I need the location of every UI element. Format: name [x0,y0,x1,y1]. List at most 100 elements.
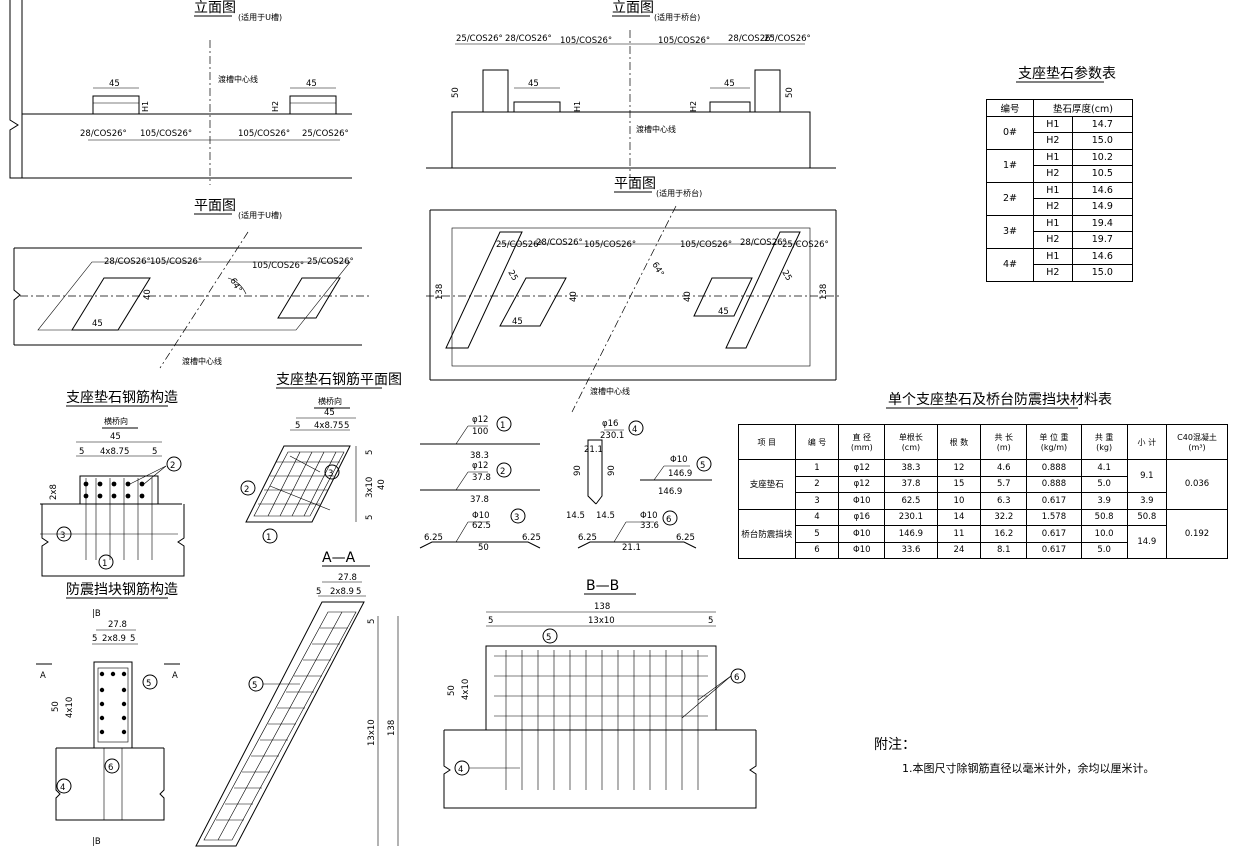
mat-cell: 6 [794,541,840,559]
bb-mark6: 6 [734,673,739,683]
mat-cell: Φ10 [838,525,886,543]
block-d4x10: 4x10 [65,697,75,718]
section-bb: B—B 138 5 13x10 5 [443,578,757,809]
pad-rebar-plan-title: 支座垫石钢筋平面图 [276,371,402,388]
aa-d2x89: 2x8.9 [330,587,354,597]
param-h2: 14.9 [1071,198,1134,216]
pad-plan-mark3: 3 [328,469,333,479]
mat-cell: 0.888 [1026,459,1082,477]
block-rebar-detail: 防震挡块钢筋构造 |B |B A A 27.8 5 2x8.9 5 50 4x1… [36,581,180,847]
plan-right-d45b: 45 [718,307,729,317]
mat-cell: 14 [936,508,982,526]
aa-d278: 27.8 [338,573,357,583]
bar3-mark: 3 [514,513,519,523]
bar5-mark: 5 [700,461,705,471]
mat-h4: 根 数 [936,424,982,460]
param-h-label: H2 [1033,198,1073,216]
notes-item1: 1.本图尺寸除钢筋直径以毫米计外，余均以厘米计。 [902,762,1155,775]
plan-left-d25: 25/COS26° [307,257,354,267]
plan-left-d40: 40 [143,289,153,300]
bar1-seg: 38.3 [470,451,489,461]
mat-cell: 50.8 [1080,508,1128,526]
plan-left-note: (适用于U槽) [238,210,282,220]
bb-d138: 138 [594,602,610,612]
block-d5b: 5 [130,634,135,644]
elev-right-d25b: 25/COS26° [764,34,811,44]
bar4-top: 21.1 [584,445,603,455]
bar5-dia: Φ10 [670,455,688,465]
bar3-seg: 50 [478,543,489,553]
mat-cell: 62.5 [884,492,938,510]
mat-concrete: 0.192 [1166,508,1228,559]
bb-d4a: 5 [488,616,493,626]
param-h-label: H2 [1033,264,1073,282]
bar6-hook-b: 6.25 [676,533,695,543]
block-d278: 27.8 [108,620,127,630]
block-mark4: 4 [60,783,65,793]
mat-cell: 0.617 [1026,541,1082,559]
block-sec-a-right: A [172,671,178,681]
bb-d4b: 5 [708,616,713,626]
mat-cell: 0.617 [1026,492,1082,510]
bar5-len: 146.9 [668,469,692,479]
plan-right-centerline: 渡槽中心线 [590,386,630,396]
param-h2: 15.0 [1071,264,1134,282]
aa-d5b: 5 [356,587,361,597]
mat-h7: 共 重 (kg) [1080,424,1128,460]
elev-left-dim45b: 45 [306,79,317,89]
pad-rebar-plan-transverse: 横桥向 [318,396,342,406]
mat-cell: 2 [794,475,840,493]
block-mark6: 6 [108,763,113,773]
aa-d5a: 5 [316,587,321,597]
elev-left-note: (适用于U槽) [238,12,282,22]
elev-left-h1: H1 [141,101,150,112]
elev-left-centerline: 渡槽中心线 [218,74,258,84]
pad-plan-d5d: 5 [365,515,375,520]
mat-cell: 32.2 [980,508,1028,526]
pad-rebar-d5a: 5 [79,447,84,457]
mat-cell: 1.578 [1026,508,1082,526]
bar4-foot-a: 14.5 [566,511,585,521]
pad-plan-d3x10: 3x10 [365,477,375,498]
param-h1: 10.2 [1071,148,1134,166]
bar2-mark: 2 [500,467,505,477]
bb-d50: 50 [447,685,457,696]
mat-subtotal: 3.9 [1126,492,1168,510]
mat-h8: 小 计 [1126,424,1168,460]
bb-mark4: 4 [458,765,463,775]
bar6-seg: 21.1 [622,543,641,553]
bar3-hook-a: 6.25 [424,533,443,543]
mat-cell: 5.0 [1080,541,1128,559]
plan-right-d25b: 25/COS26° [782,240,829,250]
param-h-label: H2 [1033,132,1073,150]
mat-h6: 单 位 重 (kg/m) [1026,424,1082,460]
block-sec-b-bot: |B [92,837,101,847]
pad-plan-d4x875: 4x8.75 [314,421,343,431]
elev-right-title: 立面图 [612,0,654,16]
section-aa-title: A—A [322,550,356,566]
plan-left-title: 平面图 [194,198,236,214]
mat-cell: 5.7 [980,475,1028,493]
pad-rebar-mark1: 1 [102,559,107,569]
elev-left-d105a: 105/COS26° [140,129,192,139]
bar2-dia: φ12 [472,461,488,471]
bar3-dia: Φ10 [472,511,490,521]
notes-heading: 附注： [874,737,916,753]
mat-cell: 10.0 [1080,525,1128,543]
elev-right-d25a: 25/COS26° [456,34,503,44]
plan-right: 平面图 (适用于桥台) 渡槽中心线 25/COS26° 28/COS26° 10… [426,176,840,413]
mat-cell: Φ10 [838,492,886,510]
bar1-dia: φ12 [472,415,488,425]
pad-plan-mark1: 1 [266,533,271,543]
mat-cell: 5.0 [1080,475,1128,493]
elev-right-dim50a: 50 [451,87,461,98]
elev-right-d105a: 105/COS26° [560,36,612,46]
